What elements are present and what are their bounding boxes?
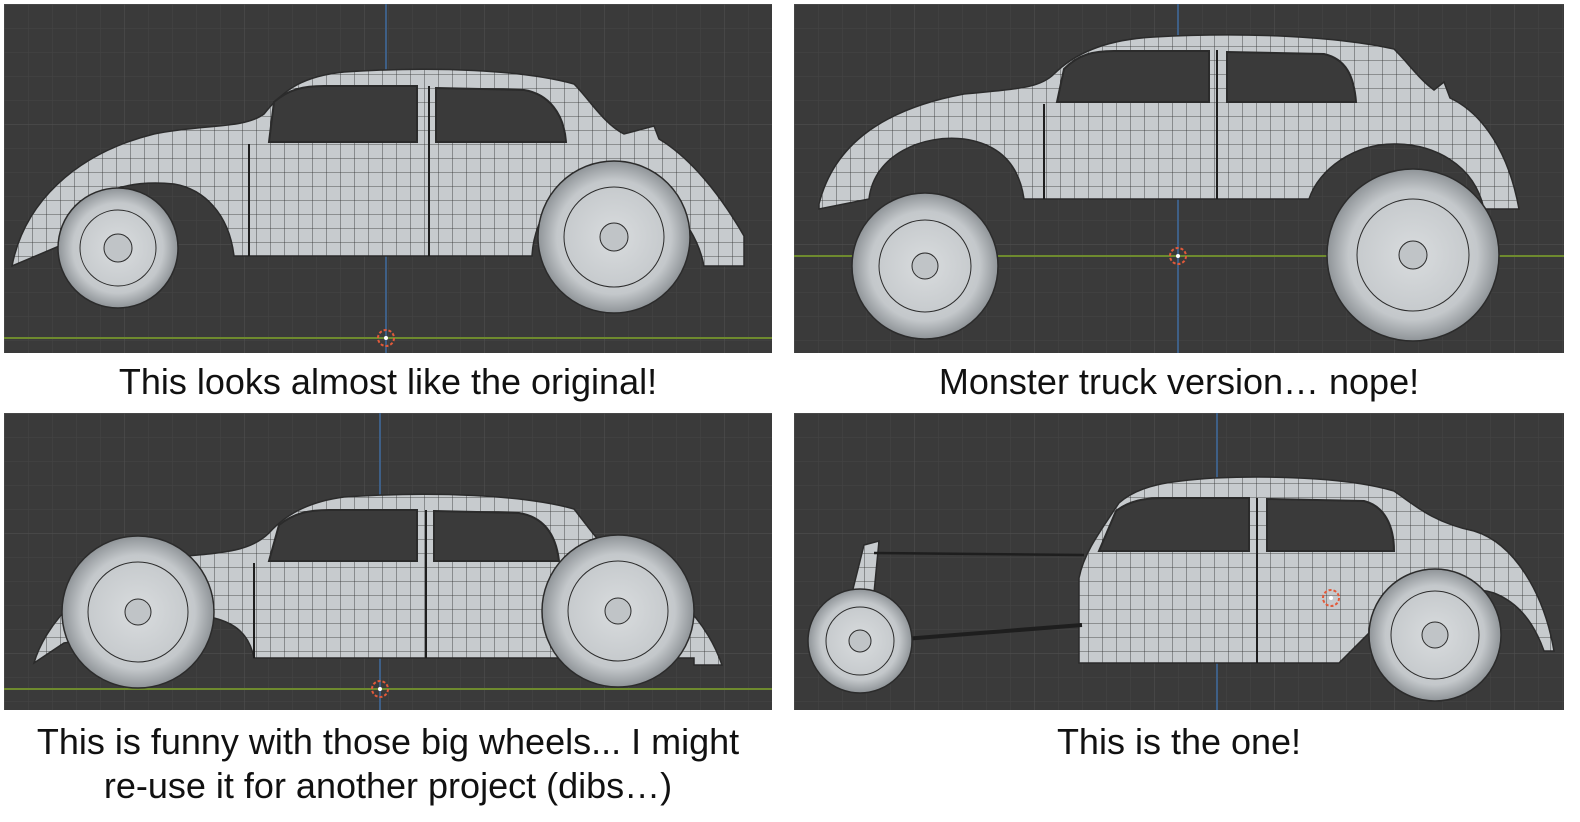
viewport-render [794, 413, 1564, 710]
hood-rail [873, 551, 1085, 557]
front-window [267, 509, 418, 562]
rear-window [433, 509, 561, 562]
rear-wheel [1326, 168, 1500, 342]
viewport-panel-hot-rod[interactable] [794, 413, 1564, 710]
viewport-render [794, 4, 1564, 353]
3d-cursor-icon [377, 329, 395, 347]
3d-cursor-icon [1169, 247, 1187, 265]
front-wheel [57, 187, 179, 309]
rear-window [1226, 50, 1358, 103]
rear-wheel [541, 534, 695, 688]
car-body-mesh [818, 34, 1520, 210]
caption-panel-monster-truck: Monster truck version… nope! [794, 360, 1564, 404]
rear-window [435, 86, 568, 143]
caption-text: Monster truck version… nope! [938, 361, 1420, 402]
front-window [267, 85, 418, 143]
viewport-panel-original[interactable] [4, 4, 772, 353]
chassis-rail [903, 623, 1083, 641]
caption-text-line-2: re-use it for another project (dibs…) [103, 765, 673, 806]
caption-panel-original: This looks almost like the original! [4, 360, 772, 404]
viewport-panel-monster-truck[interactable] [794, 4, 1564, 353]
front-wheel [851, 192, 999, 340]
front-window [1055, 50, 1210, 103]
rear-wheel [1368, 568, 1502, 702]
caption-panel-hot-rod: This is the one! [794, 720, 1564, 764]
viewport-panel-big-wheels[interactable] [4, 413, 772, 710]
front-wheel [807, 588, 913, 694]
front-wheel [61, 535, 215, 689]
car-body-mesh [851, 476, 1555, 664]
car-body-mesh [10, 68, 745, 268]
3d-cursor-icon [371, 680, 389, 698]
rear-window [1266, 497, 1396, 552]
caption-text-line-1: This is funny with those big wheels... I… [36, 721, 740, 762]
caption-panel-big-wheels: This is funny with those big wheels... I… [4, 720, 772, 808]
rear-wheel [537, 160, 691, 314]
viewport-render [4, 4, 772, 353]
3d-cursor-icon [1322, 589, 1340, 607]
front-window [1097, 497, 1250, 552]
viewport-render [4, 413, 772, 710]
caption-text: This is the one! [1056, 721, 1302, 762]
caption-text: This looks almost like the original! [118, 361, 658, 402]
